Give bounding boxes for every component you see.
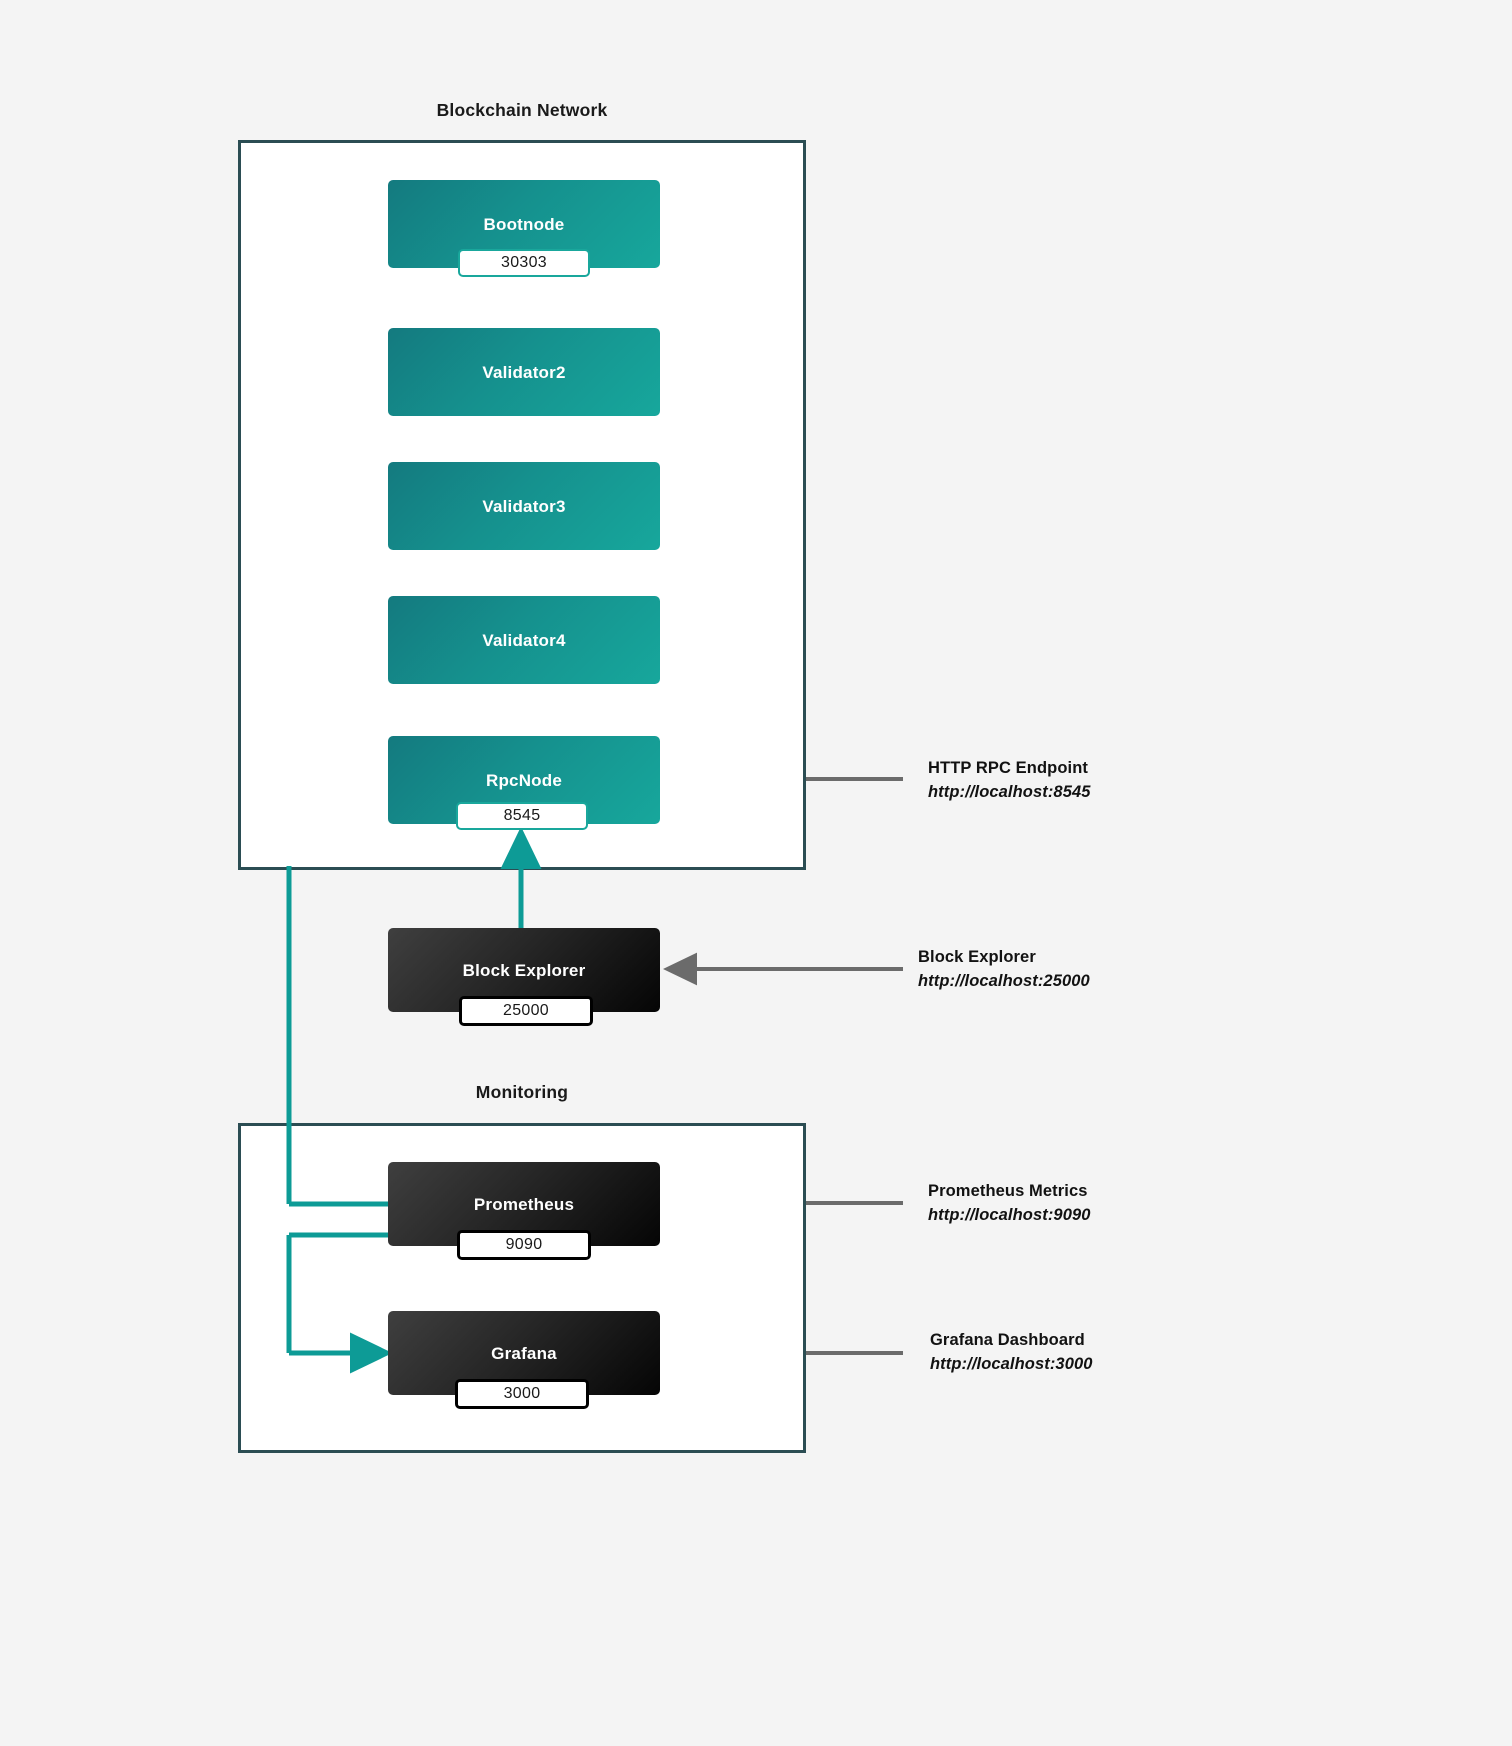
annotation-prometheus-metrics-url: http://localhost:9090 bbox=[928, 1205, 1091, 1224]
annotation-rpc-endpoint-url: http://localhost:8545 bbox=[928, 782, 1091, 801]
group-title-monitoring: Monitoring bbox=[475, 1082, 569, 1102]
annotation-block-explorer-title: Block Explorer bbox=[918, 948, 1036, 966]
node-validator4-label: Validator4 bbox=[482, 630, 566, 650]
node-validator2[interactable]: Validator2 bbox=[388, 328, 660, 416]
node-rpcnode-label: RpcNode bbox=[485, 770, 563, 790]
annotation-grafana-dashboard-title: Grafana Dashboard bbox=[930, 1331, 1085, 1349]
node-grafana-port-badge: 3000 bbox=[455, 1379, 589, 1409]
annotation-prometheus-metrics: Prometheus Metrics http://localhost:9090 bbox=[928, 1180, 1091, 1228]
annotation-block-explorer-url: http://localhost:25000 bbox=[918, 971, 1090, 990]
node-validator4[interactable]: Validator4 bbox=[388, 596, 660, 684]
annotation-prometheus-metrics-title: Prometheus Metrics bbox=[928, 1182, 1088, 1200]
node-block-explorer-port-badge: 25000 bbox=[459, 996, 593, 1026]
node-validator3-label: Validator3 bbox=[482, 496, 566, 516]
node-prometheus-port-badge: 9090 bbox=[457, 1230, 591, 1260]
annotation-grafana-dashboard-url: http://localhost:3000 bbox=[930, 1354, 1093, 1373]
annotation-rpc-endpoint: HTTP RPC Endpoint http://localhost:8545 bbox=[928, 757, 1091, 805]
node-validator2-label: Validator2 bbox=[482, 362, 566, 382]
node-grafana-label: Grafana bbox=[491, 1343, 557, 1363]
node-validator3[interactable]: Validator3 bbox=[388, 462, 660, 550]
annotation-block-explorer: Block Explorer http://localhost:25000 bbox=[918, 946, 1090, 994]
annotation-rpc-endpoint-title: HTTP RPC Endpoint bbox=[928, 759, 1088, 777]
node-bootnode-label: Bootnode bbox=[483, 214, 565, 234]
node-block-explorer-label: Block Explorer bbox=[462, 960, 586, 980]
node-rpcnode-port-badge: 8545 bbox=[456, 802, 588, 830]
annotation-grafana-dashboard: Grafana Dashboard http://localhost:3000 bbox=[930, 1329, 1093, 1377]
node-bootnode[interactable]: Bootnode bbox=[388, 180, 660, 268]
node-prometheus-label: Prometheus bbox=[473, 1194, 575, 1214]
node-bootnode-port-badge: 30303 bbox=[458, 249, 590, 277]
group-title-blockchain: Blockchain Network bbox=[436, 100, 608, 120]
